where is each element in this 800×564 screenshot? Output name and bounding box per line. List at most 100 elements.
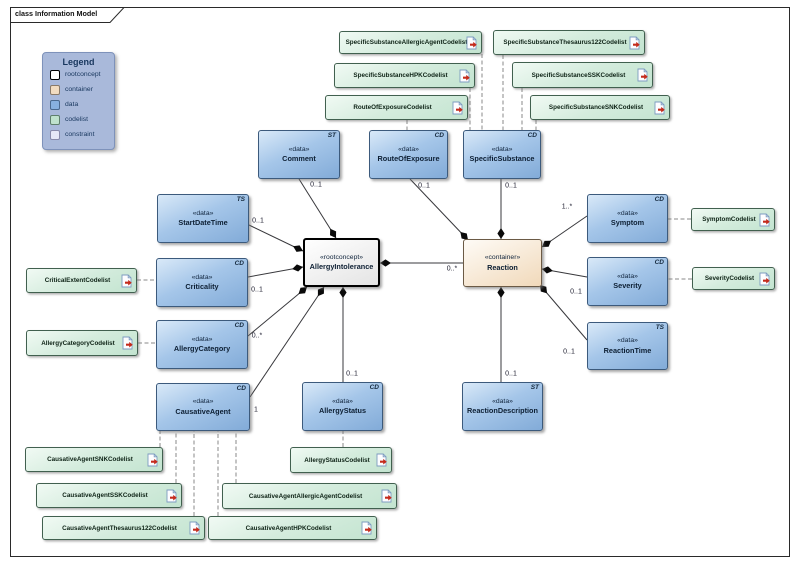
codelist-name: SpecificSubstanceSSKCodelist xyxy=(531,71,626,79)
document-icon xyxy=(637,68,648,82)
type-badge: CD xyxy=(654,196,664,203)
class-start-date-time[interactable]: TS«data»StartDateTime xyxy=(157,194,249,243)
class-name: RouteOfExposure xyxy=(377,154,440,164)
composition-diamond-icon xyxy=(497,228,505,239)
codelist-name: CausativeAgentSNKCodelist xyxy=(47,456,133,463)
multiplicity-label: 0..* xyxy=(446,265,458,273)
composition-diamond-icon xyxy=(542,240,552,247)
class-specific-substance[interactable]: CD«data»SpecificSubstance xyxy=(463,130,541,179)
codelist-name: RouteOfExposureCodelist xyxy=(353,104,432,111)
legend-item-constraint: constraint xyxy=(43,127,114,142)
document-icon xyxy=(654,101,665,114)
codelist-symptom-codelist[interactable]: SymptomCodelist xyxy=(691,208,775,231)
type-badge: CD xyxy=(434,132,444,139)
codelist-name: SpecificSubstanceHPKCodelist xyxy=(353,72,448,79)
codelist-name: CriticalExtentCodelist xyxy=(44,277,111,284)
codelist-allergy-status-codelist[interactable]: AllergyStatusCodelist xyxy=(290,447,392,473)
legend-item-label: rootconcept xyxy=(65,71,101,78)
codelist-name: SymptomCodelist xyxy=(702,216,756,223)
type-badge: CD xyxy=(236,385,246,392)
document-icon xyxy=(459,69,470,82)
type-badge: TS xyxy=(655,324,664,331)
composition-diamond-icon xyxy=(460,232,468,240)
composition-diamond-icon xyxy=(540,285,548,294)
legend-swatch-constraint xyxy=(50,129,60,140)
composition-diamond-icon xyxy=(497,287,505,298)
frame-title: class Information Model xyxy=(15,9,98,18)
codelist-severity-codelist[interactable]: SeverityCodelist xyxy=(692,267,775,290)
codelist-causative-agent-hpk-codelist[interactable]: CausativeAgentHPKCodelist xyxy=(208,516,377,540)
codelist-causative-agent-snk-codelist[interactable]: CausativeAgentSNKCodelist xyxy=(25,447,163,472)
class-name: AllergyCategory xyxy=(173,344,231,354)
codelist-name: SeverityCodelist xyxy=(704,275,755,282)
document-icon xyxy=(361,521,372,535)
class-name: Criticality xyxy=(185,282,219,292)
multiplicity-label: 0..1 xyxy=(505,182,517,190)
class-causative-agent[interactable]: CD«data»CausativeAgent xyxy=(156,383,250,431)
codelist-specific-substance-hpk-codelist[interactable]: SpecificSubstanceHPKCodelist xyxy=(334,63,475,88)
document-icon xyxy=(189,521,200,535)
class-name: AllergyIntolerance xyxy=(309,262,374,272)
class-reaction-time[interactable]: TS«data»ReactionTime xyxy=(587,322,668,370)
legend-item-label: data xyxy=(65,101,79,108)
multiplicity-label: 0..1 xyxy=(346,370,358,378)
codelist-route-of-exposure-codelist[interactable]: RouteOfExposureCodelist xyxy=(325,95,468,120)
legend-swatch-container xyxy=(50,84,60,95)
class-reaction[interactable]: «container»Reaction xyxy=(463,239,542,287)
codelist-specific-substance-thesaurus122-codelist[interactable]: SpecificSubstanceThesaurus122Codelist xyxy=(493,30,645,55)
composition-diamond-icon xyxy=(317,287,324,297)
stereotype-label: «data» xyxy=(191,335,213,343)
multiplicity-label: 0..1 xyxy=(570,288,582,296)
class-reaction-description[interactable]: ST«data»ReactionDescription xyxy=(462,382,543,431)
multiplicity-label: 0..1 xyxy=(563,348,575,356)
class-allergy-category[interactable]: CD«data»AllergyCategory xyxy=(156,320,248,369)
class-criticality[interactable]: CD«data»Criticality xyxy=(156,258,248,307)
stereotype-label: «data» xyxy=(332,397,353,405)
codelist-specific-substance-snk-codelist[interactable]: SpecificSubstanceSNKCodelist xyxy=(530,95,670,120)
legend-item-container: container xyxy=(43,82,114,97)
class-name: StartDateTime xyxy=(178,218,228,228)
class-comment[interactable]: ST«data»Comment xyxy=(258,130,340,179)
multiplicity-label: 0..1 xyxy=(505,370,517,378)
class-severity[interactable]: CD«data»Severity xyxy=(587,257,668,306)
stereotype-label: «data» xyxy=(398,145,419,153)
multiplicity-label: 0..* xyxy=(251,332,263,340)
codelist-specific-substance-ssk-codelist[interactable]: SpecificSubstanceSSKCodelist xyxy=(512,62,653,88)
codelist-causative-agent-allergic-agent-codelist[interactable]: CausativeAgentAllergicAgentCodelist xyxy=(222,483,397,509)
type-badge: ST xyxy=(327,132,336,139)
document-icon xyxy=(452,101,463,114)
codelist-causative-agent-ssk-codelist[interactable]: CausativeAgentSSKCodelist xyxy=(36,483,182,508)
composition-diamond-icon xyxy=(292,264,303,272)
stereotype-label: «data» xyxy=(288,145,310,153)
composition-edge xyxy=(298,178,337,239)
codelist-critical-extent-codelist[interactable]: CriticalExtentCodelist xyxy=(26,268,137,293)
multiplicity-label: 0..1 xyxy=(251,286,263,294)
codelist-name: SpecificSubstanceThesaurus122Codelist xyxy=(503,39,627,46)
class-allergy-status[interactable]: CD«data»AllergyStatus xyxy=(302,382,383,431)
codelist-specific-substance-allergic-agent-codelist[interactable]: SpecificSubstanceAllergicAgentCodelist xyxy=(339,31,482,54)
legend-item-label: container xyxy=(65,86,93,93)
stereotype-label: «data» xyxy=(617,337,638,345)
diagram-frame-border xyxy=(10,7,790,557)
stereotype-label: «data» xyxy=(617,272,638,280)
legend-item-codelist: codelist xyxy=(43,112,114,127)
codelist-allergy-category-codelist[interactable]: AllergyCategoryCodelist xyxy=(26,330,138,356)
codelist-causative-agent-thesaurus122-codelist[interactable]: CausativeAgentThesaurus122Codelist xyxy=(42,516,205,540)
stereotype-label: «data» xyxy=(192,398,214,406)
codelist-name: CausativeAgentThesaurus122Codelist xyxy=(62,524,177,532)
stereotype-label: «data» xyxy=(192,209,214,217)
class-symptom[interactable]: CD«data»Symptom xyxy=(587,194,668,243)
legend-swatch-rootconcept xyxy=(50,69,60,80)
multiplicity-label: 1..* xyxy=(561,203,573,211)
codelist-name: AllergyStatusCodelist xyxy=(304,456,370,464)
document-icon xyxy=(147,453,158,466)
class-route-of-exposure[interactable]: CD «data»RouteOfExposure xyxy=(369,130,448,179)
class-name: Reaction xyxy=(487,262,518,272)
class-allergy-intolerance[interactable]: «rootconcept»AllergyIntolerance xyxy=(303,238,380,287)
codelist-name: CausativeAgentHPKCodelist xyxy=(245,524,332,532)
document-icon xyxy=(122,336,133,350)
document-icon xyxy=(466,36,477,49)
